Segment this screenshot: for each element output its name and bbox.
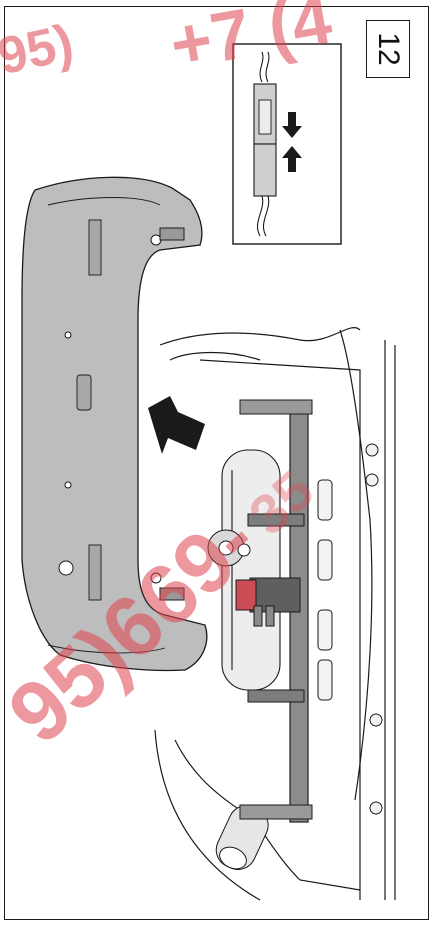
clearance-inset (232, 43, 342, 245)
rear-bumper-cover (21, 176, 208, 672)
tow-bar (207, 399, 313, 823)
step-number: 12 (372, 32, 405, 66)
push-arrow-icon (148, 396, 205, 454)
page-frame (4, 6, 429, 920)
clearance-gap-icon (282, 112, 302, 172)
exhaust-pipe (215, 805, 269, 871)
step-number-box: 12 (366, 20, 410, 78)
chassis-cutouts (317, 443, 383, 815)
car-body-background (154, 327, 396, 901)
